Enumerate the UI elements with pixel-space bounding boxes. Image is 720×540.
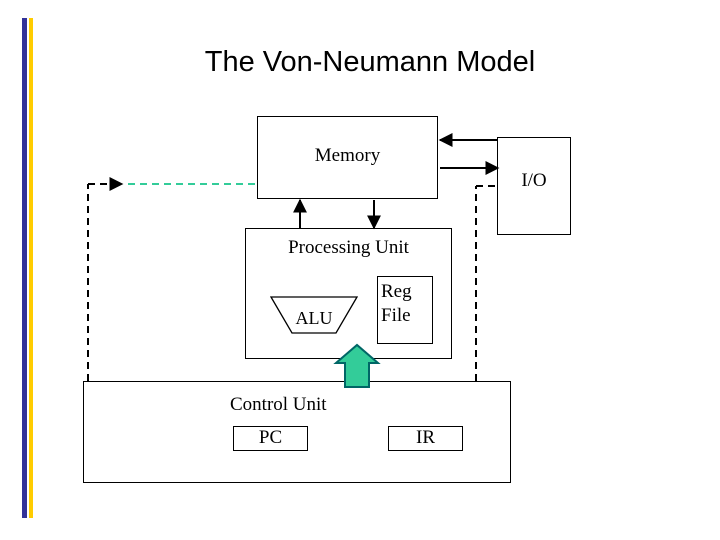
alu-shape [270, 296, 358, 334]
arrow-memory-io [438, 133, 500, 175]
reg-file-label: Reg File [381, 280, 433, 328]
accent-bar-blue [22, 18, 27, 518]
reg-file-block [377, 276, 433, 344]
reg-file-label-line1: Reg [381, 281, 412, 302]
dashed-control-io [475, 185, 497, 381]
ir-block [388, 426, 463, 451]
ir-label: IR [416, 427, 435, 448]
pc-block [233, 426, 308, 451]
accent-bar-gold [29, 18, 33, 518]
arrow-memory-processing-unit [293, 198, 381, 230]
control-unit-label: Control Unit [230, 394, 327, 415]
memory-block [257, 116, 438, 199]
processing-unit-label: Processing Unit [288, 237, 409, 258]
memory-label: Memory [314, 145, 381, 166]
alu-label: ALU [295, 308, 333, 328]
io-label: I/O [521, 170, 547, 191]
page-title: The Von-Neumann Model [204, 46, 536, 78]
dashed-control-left [87, 177, 124, 381]
pc-label: PC [258, 427, 283, 448]
io-block [497, 137, 571, 235]
reg-file-label-line2: File [381, 305, 411, 326]
